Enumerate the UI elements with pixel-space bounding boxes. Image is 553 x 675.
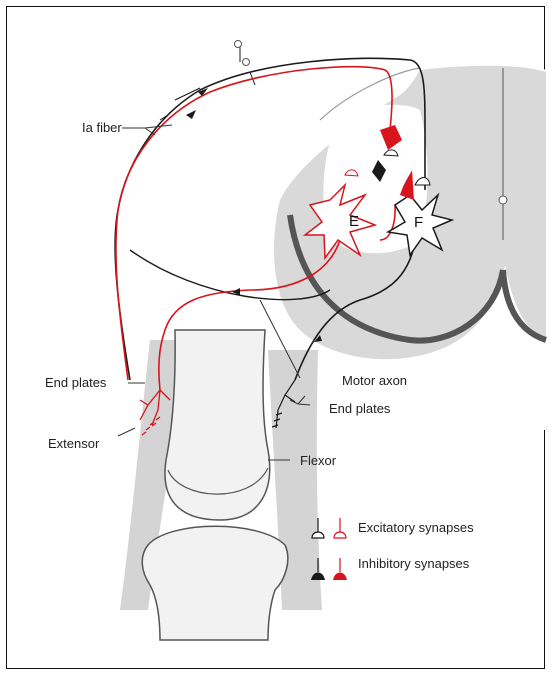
receptor-circles [235, 41, 250, 66]
inhibitory-icon-red [333, 558, 347, 580]
tibia-bone [142, 526, 288, 640]
ia-fiber-label: Ia fiber [82, 120, 122, 135]
motor-axon-label: Motor axon [342, 373, 407, 388]
legend-excitatory-label: Excitatory synapses [358, 520, 474, 535]
femur-bone [165, 330, 270, 520]
legend: Excitatory synapses Inhibitory synapses [311, 518, 474, 580]
end-plates-right-label: End plates [329, 401, 391, 416]
end-plates-left-label: End plates [45, 375, 107, 390]
neuron-e-label: E [349, 213, 359, 230]
neuron-f-label: F [414, 214, 423, 231]
flexor-label: Flexor [300, 453, 337, 468]
extensor-label: Extensor [48, 436, 100, 451]
limb [120, 330, 322, 640]
excitatory-icon-red [334, 518, 346, 538]
legend-inhibitory-label: Inhibitory synapses [358, 556, 470, 571]
